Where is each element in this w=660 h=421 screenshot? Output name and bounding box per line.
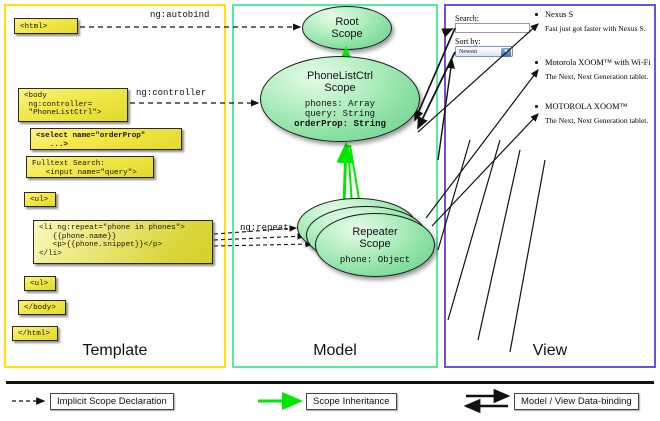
view-search-label: Search: <box>455 14 479 23</box>
scope-ellipse-repeater: Repeater Scope phone: Object <box>315 213 435 277</box>
sort-by-select[interactable]: Newest ▼ <box>455 46 513 57</box>
code-box-body-controller: <body ng:controller= "PhoneListCtrl"> <box>18 88 128 122</box>
scope-title-repeater: Repeater Scope <box>352 225 398 251</box>
list-bullet-icon <box>535 61 538 64</box>
code-box-html-close: </html> <box>12 326 58 341</box>
scope-prop-phones: phones: Array <box>304 98 376 109</box>
scope-prop-query: query: String <box>304 108 376 119</box>
scope-prop-phone: phone: Object <box>339 254 411 265</box>
code-box-li-ngrepeat: <li ng:repeat="phone in phones"> {{phone… <box>33 220 213 264</box>
phone-name: MOTOROLA XOOM™ <box>545 102 628 111</box>
scope-props-repeater: phone: Object <box>340 255 410 265</box>
legend-model-view-databinding: Model / View Data-binding <box>514 393 639 410</box>
phone-snippet: The Next, Next Generation tablet. <box>545 72 649 81</box>
phone-list-item: MOTOROLA XOOM™ The Next, Next Generation… <box>535 102 649 125</box>
panel-template-label: Template <box>82 342 148 359</box>
list-bullet-icon <box>535 13 538 16</box>
code-box-select-orderprop: <select name="orderProp" ...> <box>30 128 182 150</box>
panel-model-label: Model <box>313 342 357 359</box>
code-box-fulltext-search: Fulltext Search: <input name="query"> <box>26 156 154 178</box>
scope-ellipse-phonelistctrl: PhoneListCtrl Scope phones: Array query:… <box>260 56 420 142</box>
list-bullet-icon <box>535 105 538 108</box>
phone-name: Motorola XOOM™ with Wi-Fi <box>545 58 651 67</box>
legend-scope-inheritance: Scope Inheritance <box>306 393 397 410</box>
legend-implicit-scope-declaration: Implicit Scope Declaration <box>50 393 174 410</box>
chevron-down-icon: ▼ <box>501 48 511 57</box>
phone-name: Nexus S <box>545 10 574 19</box>
sort-by-selected-value: Newest <box>459 49 477 55</box>
code-box-ul-open: <ul> <box>24 192 56 207</box>
code-box-html-open: <html> <box>14 18 78 34</box>
panel-model: Model <box>232 4 438 368</box>
search-input[interactable] <box>455 23 530 33</box>
phone-list-item: Nexus S Fast just got faster with Nexus … <box>535 10 646 33</box>
phone-snippet: Fast just got faster with Nexus S. <box>545 24 646 33</box>
scope-prop-orderprop: orderProp: String <box>294 118 386 129</box>
scope-ellipse-root: Root Scope <box>302 6 392 50</box>
view-sort-label: Sort by: <box>455 37 481 46</box>
code-box-body-close: </body> <box>18 300 66 315</box>
scope-title-phonelistctrl: PhoneListCtrl Scope <box>306 69 374 95</box>
phone-snippet: The Next, Next Generation tablet. <box>545 116 649 125</box>
panel-view-label: View <box>532 342 568 359</box>
scope-title-root: Root Scope <box>331 15 363 41</box>
scope-props-phonelistctrl: phones: Array query: String orderProp: S… <box>294 99 386 129</box>
legend-divider <box>6 381 654 384</box>
code-box-ul-close: <ul> <box>24 276 56 291</box>
phone-list-item: Motorola XOOM™ with Wi-Fi The Next, Next… <box>535 58 651 81</box>
